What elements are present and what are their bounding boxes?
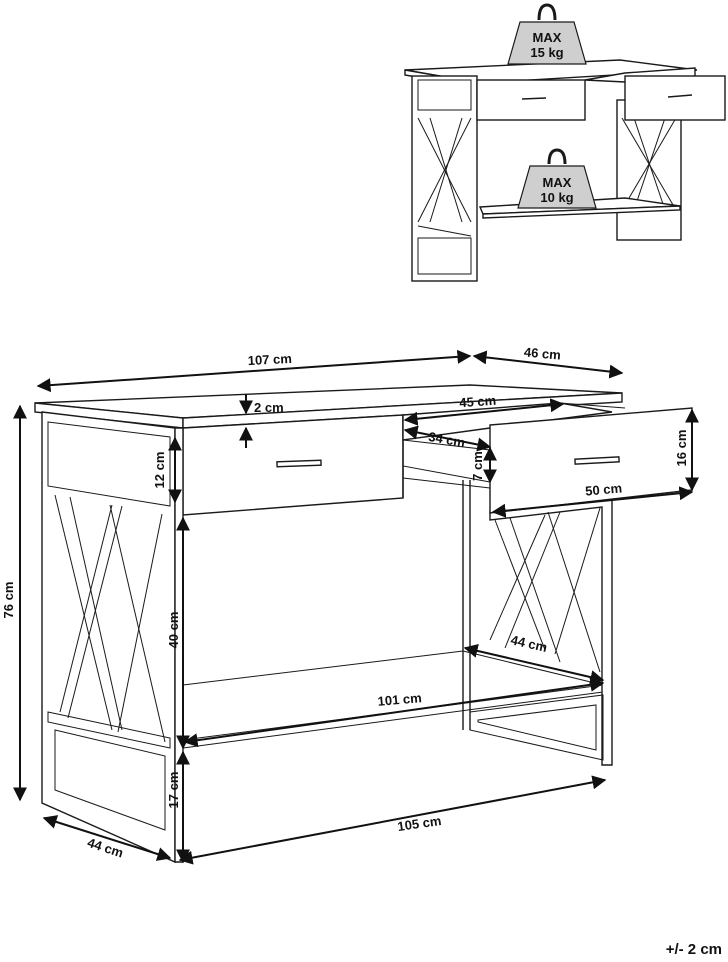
dimension-lines: [13, 349, 699, 865]
dim-drawer-inner-height: 7 cm: [470, 451, 485, 481]
dimensioned-view: 107 cm 46 cm 76 cm 2 cm 12 cm 40 cm 17 c…: [1, 344, 699, 865]
dim-front-panel-height: 12 cm: [152, 452, 167, 489]
dim-shelf-width: 101 cm: [377, 690, 422, 709]
top-load-label: 15 kg: [530, 45, 563, 60]
load-capacity-view: MAX 15 kg MAX 10 kg: [404, 3, 726, 282]
weight-icon-shelf: MAX 10 kg: [517, 148, 597, 209]
dim-shelf-depth: 44 cm: [509, 632, 548, 655]
dim-overall-depth: 46 cm: [523, 344, 561, 362]
top-max-label: MAX: [533, 30, 562, 45]
dim-overall-width: 107 cm: [247, 351, 292, 368]
dim-base-width: 105 cm: [396, 813, 442, 834]
mini-right-cross: [621, 117, 677, 211]
left-cross-bracing: [54, 494, 166, 743]
mini-right-frame: [616, 99, 682, 241]
mini-left-frame: [411, 75, 478, 282]
tolerance-note: +/- 2 cm: [666, 941, 722, 958]
dim-inner-height: 40 cm: [166, 612, 181, 649]
dim-top-thickness: 2 cm: [254, 400, 284, 415]
dim-leg-clearance: 17 cm: [166, 772, 181, 809]
dim-drawer-front-height: 16 cm: [674, 430, 689, 467]
dim-drawer-front-width: 50 cm: [585, 480, 623, 498]
dim-drawer-inner-depth: 34 cm: [427, 429, 466, 450]
open-drawer-handle: [574, 456, 620, 465]
shelf-max-label: MAX: [543, 175, 572, 190]
mini-open-drawer-front: [624, 75, 726, 121]
right-side-frame: [489, 496, 613, 766]
shelf-load-label: 10 kg: [540, 190, 573, 205]
front-drawer-handle: [276, 459, 322, 468]
dim-drawer-width: 45 cm: [459, 393, 497, 411]
mini-left-cross: [417, 117, 472, 223]
dim-overall-height: 76 cm: [1, 582, 16, 619]
mini-open-drawer: [584, 67, 696, 83]
weight-icon-top: MAX 15 kg: [507, 3, 587, 65]
mini-left-drawer: [476, 79, 586, 121]
dim-base-depth: 44 cm: [86, 835, 126, 861]
